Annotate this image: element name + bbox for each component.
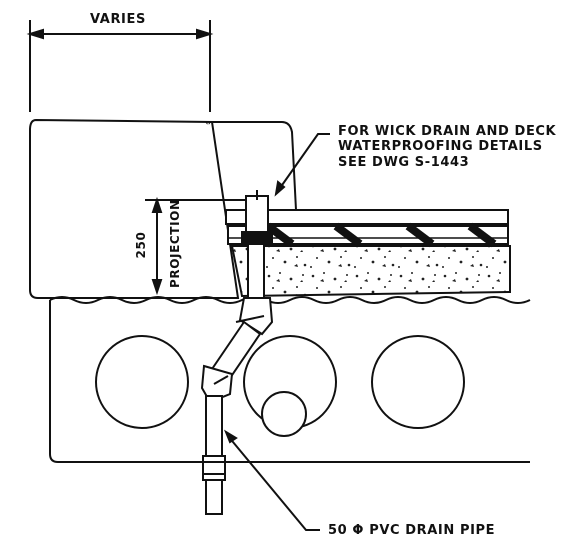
callout-leader xyxy=(274,133,330,197)
pipe-label: 50 Φ PVC DRAIN PIPE xyxy=(328,523,496,538)
void-right xyxy=(371,335,465,429)
parapet-outline xyxy=(29,118,240,299)
projection-label: PROJECTION xyxy=(168,199,182,288)
circular-voids xyxy=(95,335,465,437)
void-left xyxy=(95,335,189,429)
lower-beam-outline xyxy=(49,296,531,463)
wick-drain-fitting xyxy=(241,190,273,245)
waterproofing-layers xyxy=(225,209,509,248)
pipe-leader xyxy=(223,429,320,531)
callout-line-3: SEE DWG S-1443 xyxy=(338,155,470,170)
callout-line-2: WATERPROOFING DETAILS xyxy=(338,139,543,154)
varies-dimension xyxy=(26,20,214,112)
void-small xyxy=(261,391,307,437)
varies-label: VARIES xyxy=(90,12,146,27)
parapet-top-right xyxy=(212,121,297,211)
concrete-deck xyxy=(230,245,511,298)
drain-pipe xyxy=(200,243,274,515)
dimension-250-label: 250 xyxy=(134,231,148,259)
callout-line-1: FOR WICK DRAIN AND DECK xyxy=(338,124,557,139)
projection-dimension xyxy=(145,196,252,296)
joint-mark-icon: ‵′ xyxy=(205,120,211,134)
